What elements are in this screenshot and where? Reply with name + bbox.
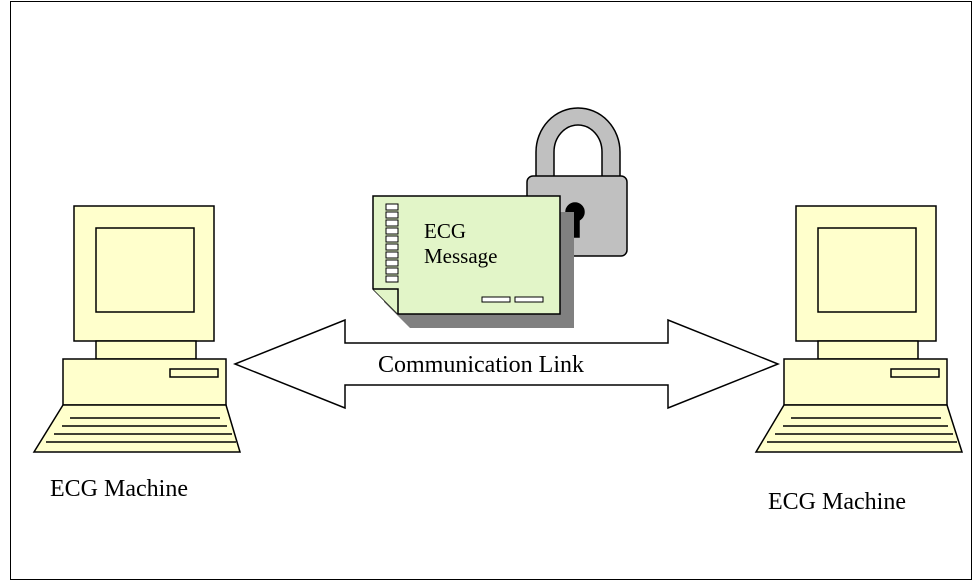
communication-link-arrow	[232, 318, 781, 410]
message-text: ECG Message	[424, 219, 497, 269]
right-computer-icon	[754, 205, 964, 453]
right-machine-label: ECG Machine	[768, 489, 906, 515]
message-checklist	[385, 203, 399, 283]
communication-link-label: Communication Link	[378, 352, 584, 378]
message-document-icon	[372, 195, 574, 328]
message-line-1: ECG	[424, 219, 466, 243]
message-line-2: Message	[424, 244, 498, 268]
left-machine-label: ECG Machine	[50, 476, 188, 502]
left-computer-icon	[32, 205, 242, 453]
